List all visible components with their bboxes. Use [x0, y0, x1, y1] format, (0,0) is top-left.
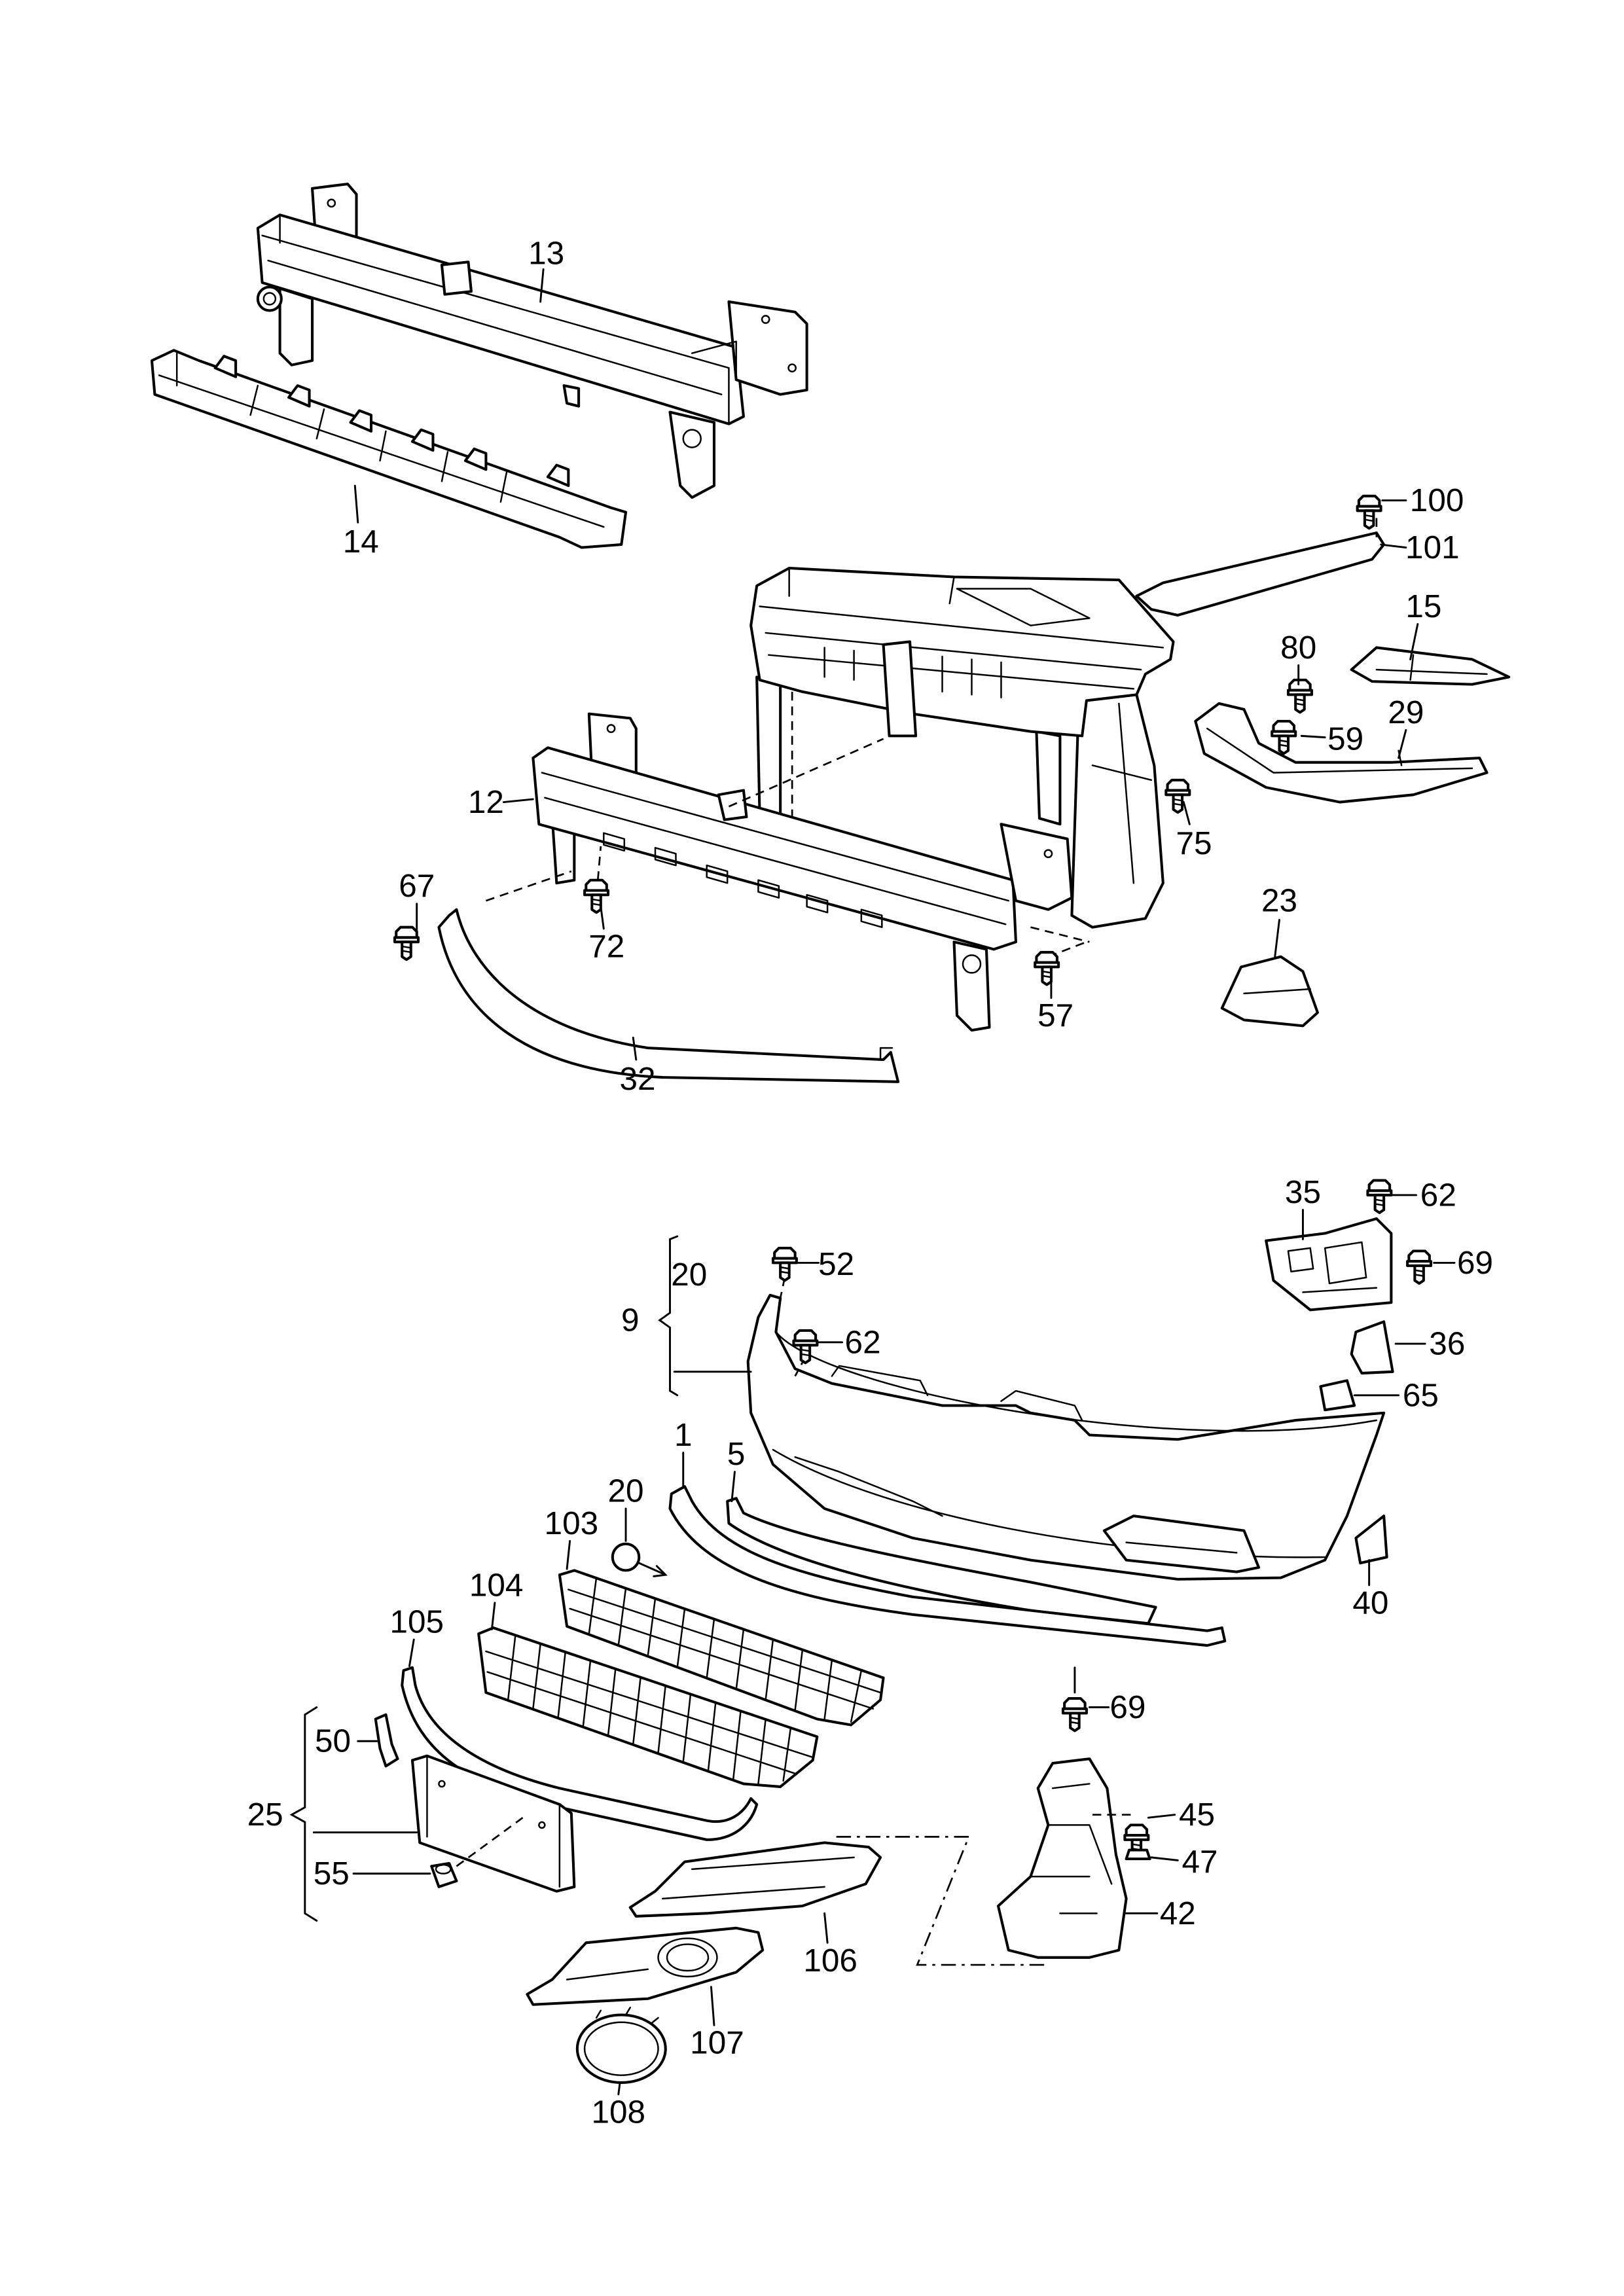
part-35-shape: [1265, 1217, 1393, 1312]
callout-62-b: 62: [845, 1324, 881, 1360]
bolt-59-icon: [1272, 721, 1295, 753]
part-103-shape: [558, 1569, 885, 1727]
callout-100: 100: [1410, 482, 1464, 518]
callout-32: 32: [620, 1061, 656, 1097]
bracket-9: [658, 1235, 752, 1397]
bolt-52-icon: [773, 1248, 797, 1280]
part-104-shape: [477, 1626, 819, 1788]
callout-42: 42: [1160, 1895, 1196, 1931]
callout-29: 29: [1388, 694, 1424, 730]
callout-25: 25: [247, 1797, 283, 1833]
part-15-shape: [1350, 646, 1511, 686]
bracket-25: [289, 1706, 418, 1922]
callout-104: 104: [469, 1567, 524, 1603]
part-107-shape: [526, 1926, 765, 2006]
upper-assembly: 13 14 100 101 15 80 59 29 12 75 67 72 57…: [150, 183, 1511, 1097]
callout-105: 105: [389, 1604, 444, 1640]
callout-14: 14: [343, 524, 379, 560]
callout-57: 57: [1038, 997, 1074, 1033]
callout-36: 36: [1429, 1326, 1465, 1362]
callout-50: 50: [315, 1723, 351, 1759]
callout-12: 12: [468, 784, 504, 820]
callout-1: 1: [674, 1417, 693, 1453]
callout-52: 52: [818, 1246, 854, 1282]
callout-23: 23: [1261, 883, 1297, 919]
callout-45: 45: [1179, 1797, 1215, 1833]
part-29-shape: [1194, 702, 1489, 804]
leader-lines-upper: [353, 268, 1419, 1061]
callout-69-a: 69: [1457, 1245, 1493, 1281]
part-14-shape: [150, 349, 628, 549]
callout-62-a: 62: [1420, 1177, 1456, 1213]
bolt-57-icon: [1035, 952, 1058, 984]
part-1-shape: [668, 1485, 1227, 1647]
part-32-shape: [437, 908, 900, 1083]
bolt-62-top-icon: [1367, 1180, 1391, 1212]
callout-9: 9: [621, 1302, 640, 1338]
callout-106: 106: [803, 1943, 857, 1979]
callout-75: 75: [1176, 825, 1212, 861]
callout-55: 55: [314, 1856, 350, 1892]
part-13-shape: [256, 183, 808, 499]
part-23-shape: [1220, 955, 1319, 1028]
callout-67: 67: [399, 868, 435, 904]
part-105-shape: [401, 1666, 759, 1841]
callout-47: 47: [1182, 1844, 1218, 1880]
callout-20-b: 20: [608, 1473, 644, 1509]
callout-13: 13: [528, 235, 564, 271]
callout-80: 80: [1280, 630, 1316, 666]
part-101-shape: [1135, 531, 1386, 617]
part-106-shape: [628, 1841, 882, 1918]
callout-72: 72: [588, 928, 624, 964]
bolt-72-icon: [585, 880, 608, 912]
callout-103: 103: [545, 1505, 599, 1541]
callout-5: 5: [727, 1436, 746, 1472]
assembly-line-106-42: [836, 1836, 1049, 1966]
part-20-shape: [611, 1542, 668, 1577]
nut-47-icon: [1125, 1848, 1151, 1861]
part-5-shape: [726, 1497, 1157, 1625]
bolt-69-icon: [1063, 1698, 1087, 1731]
callout-40: 40: [1352, 1585, 1388, 1621]
callout-59: 59: [1327, 721, 1363, 757]
callout-35: 35: [1285, 1174, 1321, 1210]
part-42-shape: [996, 1757, 1128, 1959]
part-12-shape: [532, 712, 1074, 1032]
part-9-shape: [746, 1293, 1386, 1581]
radiator-support-shape: [749, 566, 1175, 929]
callout-107: 107: [690, 2025, 744, 2061]
bolt-80-icon: [1288, 680, 1312, 712]
part-50-shape: [374, 1713, 399, 1768]
part-40-shape: [1354, 1515, 1388, 1565]
bolt-69-top-icon: [1407, 1251, 1431, 1283]
part-25-shape: [410, 1754, 576, 1893]
part-108-shape: [575, 2007, 667, 2084]
part-55-shape: [430, 1861, 458, 1888]
callout-20-a: 20: [671, 1257, 707, 1293]
leader-lines-lower: [352, 1194, 1456, 2096]
lower-assembly: 35 62 69 20 52 9 62 36 65 1 5 20 103 104…: [247, 1174, 1493, 2130]
callout-101: 101: [1405, 529, 1460, 565]
part-65-shape: [1319, 1379, 1356, 1412]
callout-108: 108: [592, 2094, 646, 2130]
callout-15: 15: [1405, 588, 1441, 624]
part-36-shape: [1350, 1320, 1394, 1375]
callout-65: 65: [1403, 1377, 1439, 1413]
callout-69-b: 69: [1110, 1689, 1146, 1725]
assembly-lines-upper: [485, 518, 1378, 958]
bolt-67-icon: [395, 927, 418, 960]
